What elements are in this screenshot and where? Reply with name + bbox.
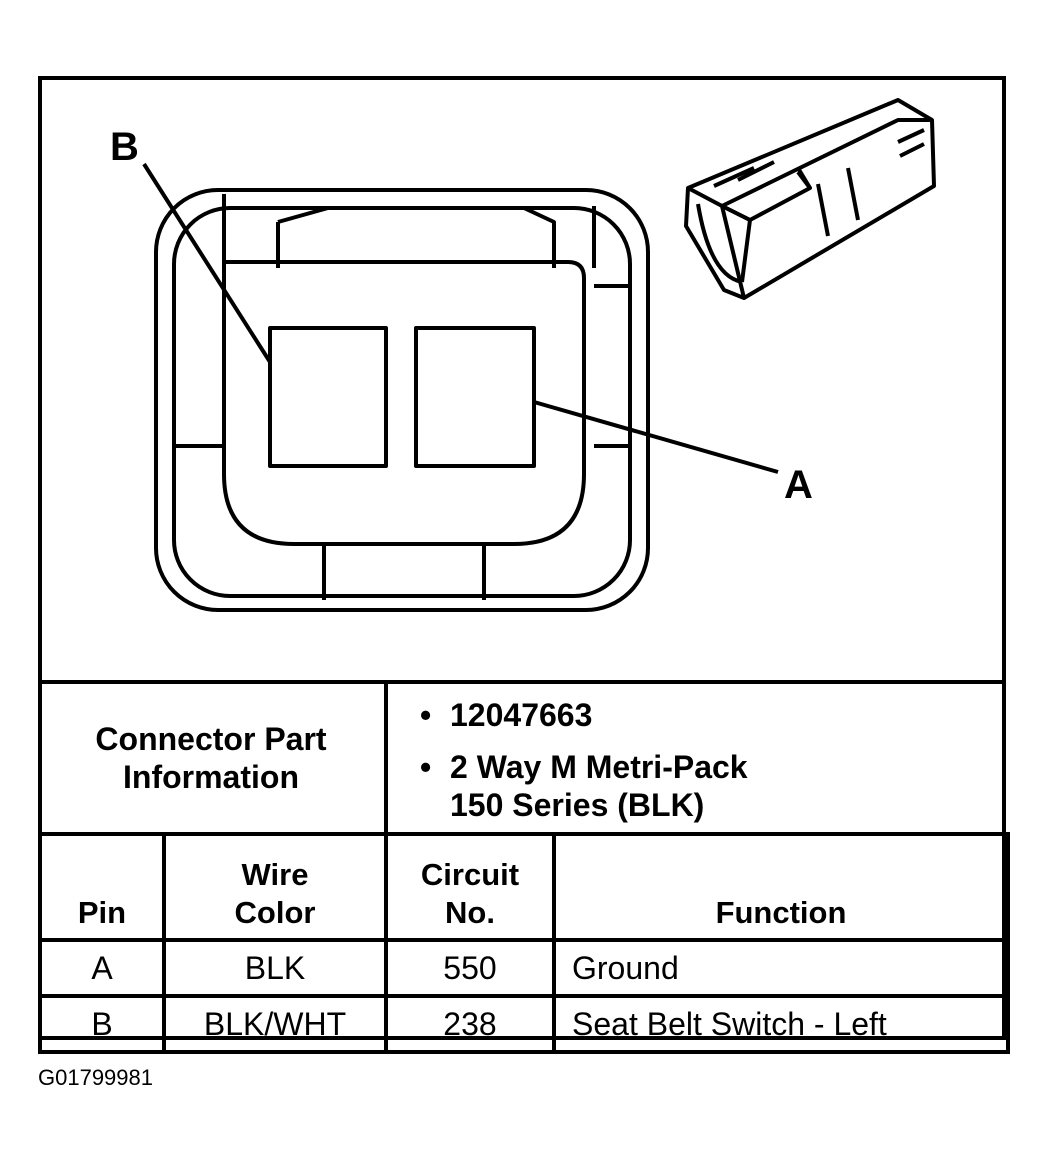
bullet-icon: • [420, 697, 432, 733]
bullet-icon: • [420, 749, 432, 785]
part-number-item: • 12047663 [420, 696, 593, 734]
connector-part-info-values: • 12047663 • 2 Way M Metri-Pack 150 Seri… [384, 684, 1006, 832]
pin-table: Pin Wire Color Circuit No. Function A BL… [38, 832, 1010, 1054]
leader-line-a [533, 400, 779, 474]
table-row: B BLK/WHT 238 Seat Belt Switch - Left [38, 994, 1010, 1054]
cavity-a [414, 326, 536, 468]
cavity-b [268, 326, 388, 468]
cell-wire-color: BLK [162, 938, 388, 998]
connector-type: 2 Way M Metri-Pack 150 Series (BLK) [450, 749, 748, 823]
cell-wire-color: BLK/WHT [162, 994, 388, 1054]
connector-latch [222, 194, 596, 268]
terminal-block [222, 260, 586, 546]
cell-pin: A [38, 938, 166, 998]
leader-line-b [142, 162, 272, 364]
pin-table-header: Pin Wire Color Circuit No. Function [38, 832, 1010, 942]
cell-pin: B [38, 994, 166, 1054]
connector-part-info-label: Connector Part Information [95, 721, 327, 795]
table-row: A BLK 550 Ground [38, 938, 1010, 998]
header-pin: Pin [38, 832, 166, 942]
cell-function: Seat Belt Switch - Left [552, 994, 1010, 1054]
part-number: 12047663 [450, 697, 593, 733]
connector-inner-shell [172, 206, 632, 598]
connector-face-diagram: B A [110, 98, 936, 612]
header-circuit-no: Circuit No. [384, 832, 556, 942]
figure-id: G01799981 [38, 1065, 153, 1090]
cell-circuit-no: 238 [384, 994, 556, 1054]
pin-label-b: B [110, 125, 139, 169]
cell-function: Ground [552, 938, 1010, 998]
header-wire-color: Wire Color [162, 832, 388, 942]
connector-isometric-icon [684, 98, 936, 300]
connector-diagram-frame: B A Connector Part Information • 1204766… [38, 76, 1010, 1054]
cell-circuit-no: 550 [384, 938, 556, 998]
connector-outer-shell [154, 188, 650, 612]
connector-part-info-row: Connector Part Information • 12047663 • … [38, 680, 1006, 832]
pin-label-a: A [784, 463, 813, 507]
connector-type-item: • 2 Way M Metri-Pack 150 Series (BLK) [420, 748, 748, 824]
header-function: Function [552, 832, 1010, 942]
